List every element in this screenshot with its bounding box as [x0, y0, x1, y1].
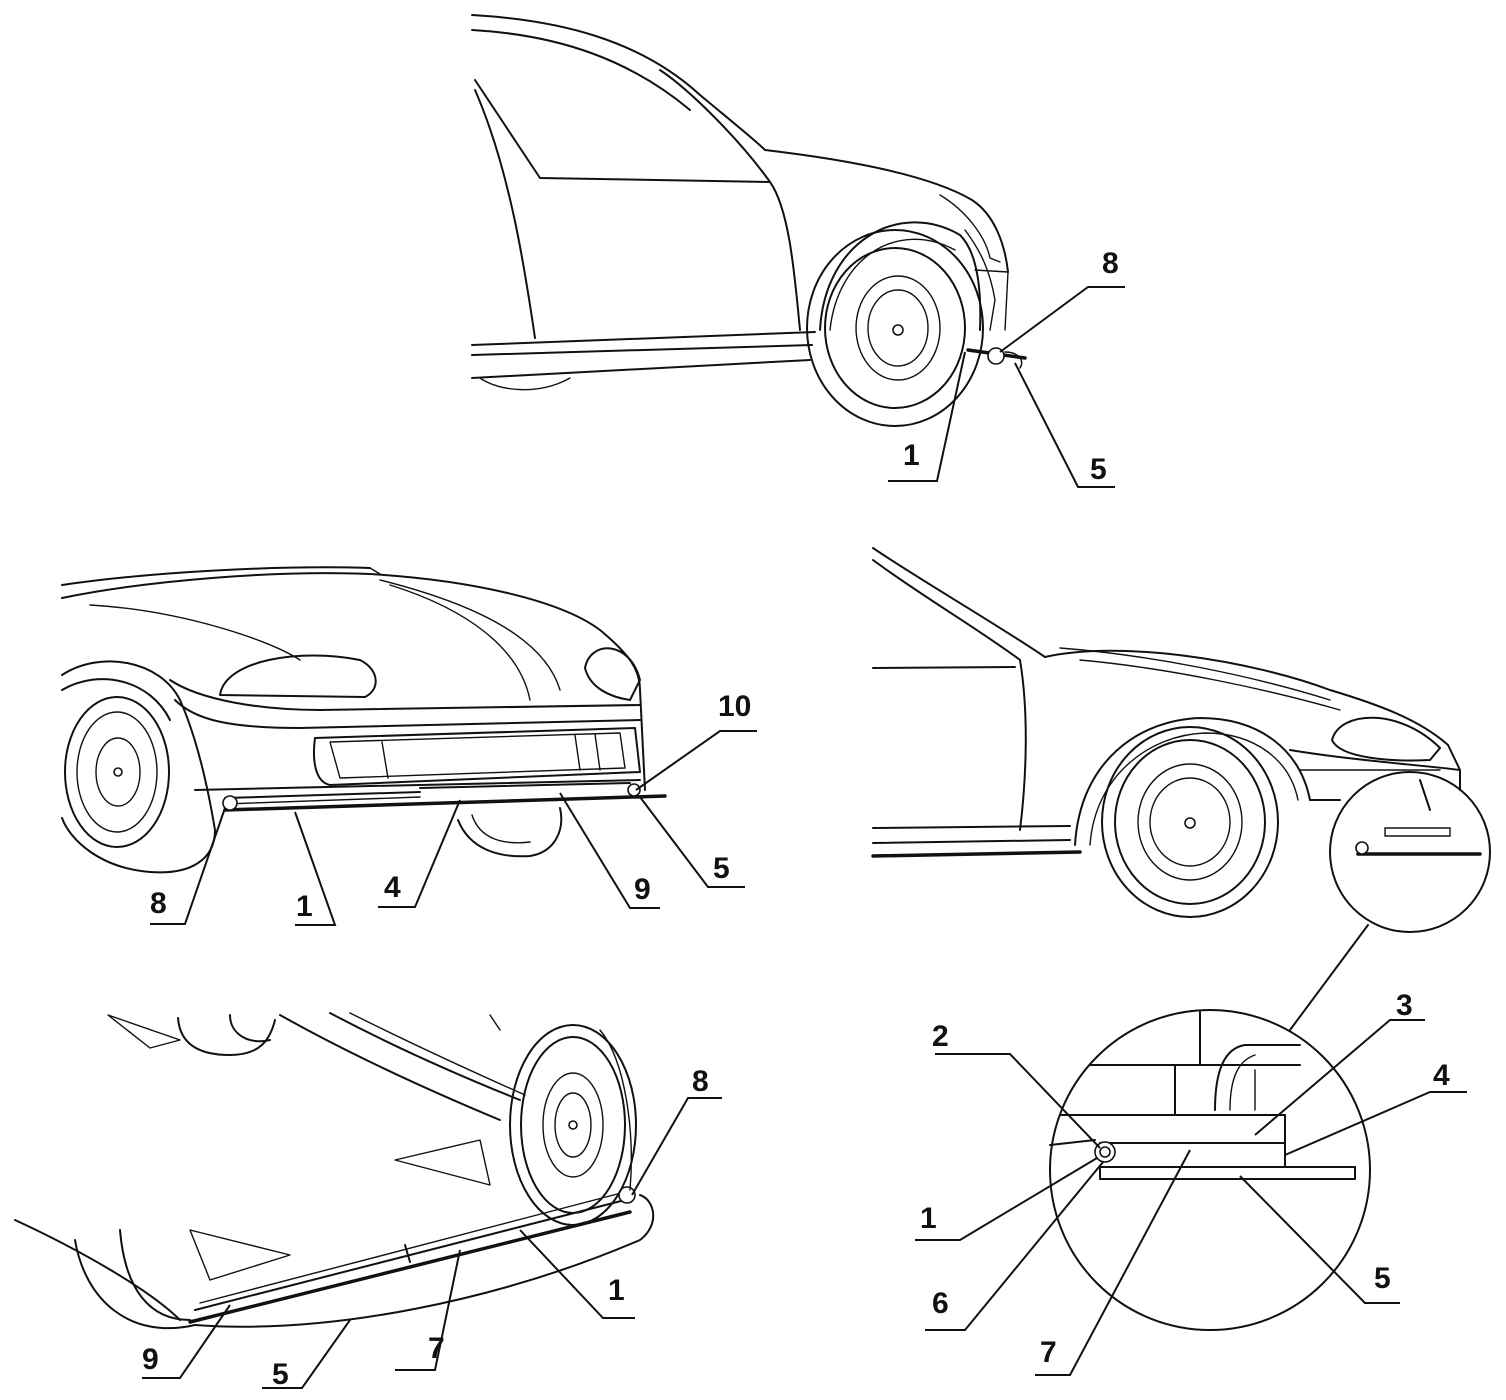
front-view	[61, 566, 667, 874]
callout-label: 5	[1090, 453, 1107, 486]
callout-label: 2	[932, 1020, 949, 1053]
callout-label: 9	[634, 873, 651, 906]
car-body-side	[471, 14, 1009, 391]
callout-label: 8	[150, 887, 167, 920]
side-view	[471, 14, 1027, 427]
callout-label: 4	[1433, 1059, 1450, 1092]
car-body-underside	[14, 1012, 655, 1330]
front-wheel-quarter	[1101, 726, 1279, 918]
callout-label: 8	[692, 1065, 709, 1098]
three-quarter-view	[871, 547, 1491, 1031]
left-wheel-front	[61, 660, 216, 874]
callout-leaders	[142, 286, 1467, 1389]
callout-label: 6	[932, 1287, 949, 1320]
callout-label: 5	[713, 852, 730, 885]
callout-label: 4	[384, 871, 401, 904]
callout-label: 3	[1396, 989, 1413, 1022]
callout-label: 1	[608, 1274, 625, 1307]
callout-label: 1	[296, 890, 313, 923]
callout-label: 8	[1102, 247, 1119, 280]
callout-label: 5	[1374, 1262, 1391, 1295]
callout-label: 1	[903, 439, 920, 472]
detail-view	[1049, 1009, 1371, 1331]
callout-label: 1	[920, 1202, 937, 1235]
callout-label: 7	[1040, 1336, 1057, 1369]
callout-label: 9	[142, 1343, 159, 1376]
callout-label: 10	[718, 690, 751, 723]
detail-components	[1049, 1011, 1356, 1180]
front-wheel-side	[806, 229, 984, 427]
car-body-quarter	[871, 547, 1491, 1031]
callout-label: 7	[428, 1332, 445, 1365]
callout-labels: 8 1 5 10 8 1 4 9 5 8 1 7 9 5 2 3 4 1 6 7…	[142, 247, 1450, 1391]
car-body-front	[61, 566, 667, 858]
sill-device-side	[966, 347, 1027, 369]
callout-label: 5	[272, 1358, 289, 1391]
front-wheel-underside	[509, 1024, 637, 1226]
underside-view	[14, 1012, 655, 1330]
